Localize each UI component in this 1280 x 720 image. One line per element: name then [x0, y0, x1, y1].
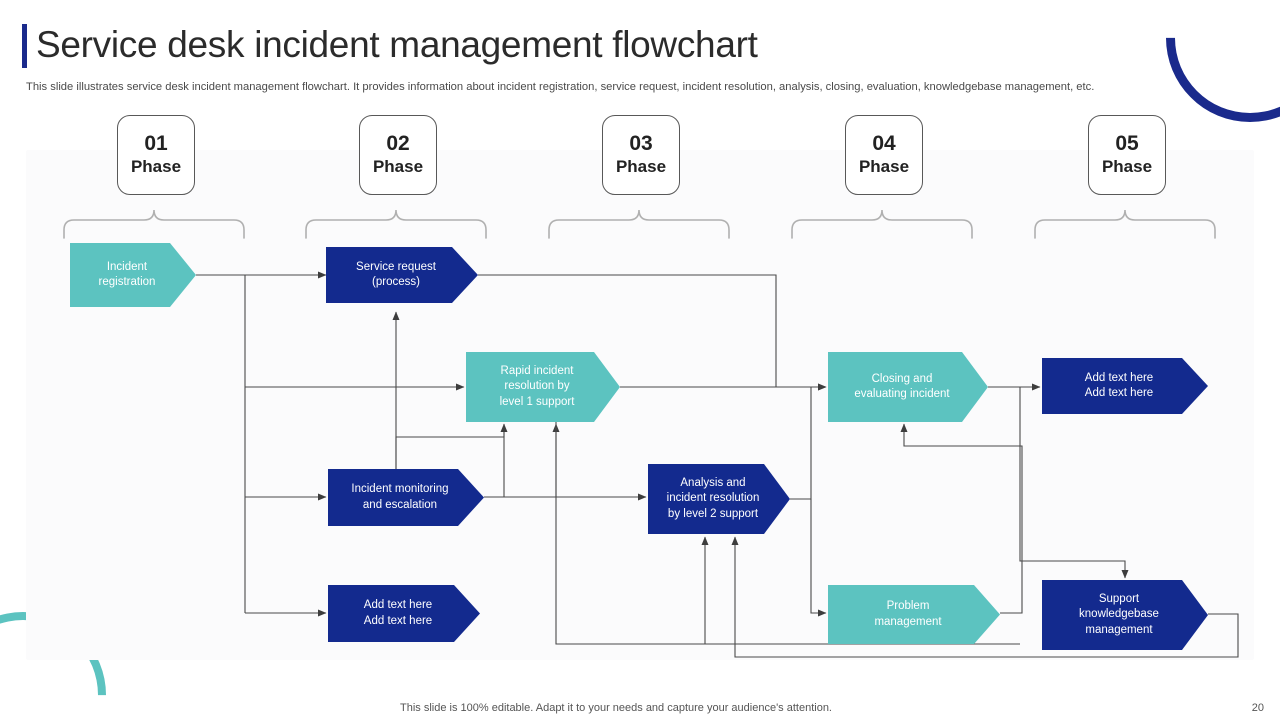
- phase-badge-05[interactable]: 05 Phase: [1088, 115, 1166, 195]
- phase-number: 01: [144, 132, 168, 155]
- node-service-request[interactable]: Service request(process): [326, 247, 478, 303]
- phase-number: 03: [629, 132, 653, 155]
- phase-badge-03[interactable]: 03 Phase: [602, 115, 680, 195]
- page-subtitle: This slide illustrates service desk inci…: [26, 81, 1095, 93]
- phase-number: 05: [1115, 132, 1139, 155]
- title-accent-bar: [22, 24, 27, 68]
- phase-label: Phase: [130, 157, 182, 176]
- phase-badge-01[interactable]: 01 Phase: [117, 115, 195, 195]
- phase-label: Phase: [372, 157, 424, 176]
- phase-number: 04: [872, 132, 896, 155]
- footer-note: This slide is 100% editable. Adapt it to…: [400, 702, 832, 714]
- phase-number: 02: [386, 132, 410, 155]
- phase-label: Phase: [1101, 157, 1153, 176]
- phase-badge-04[interactable]: 04 Phase: [845, 115, 923, 195]
- phase-badge-02[interactable]: 02 Phase: [359, 115, 437, 195]
- phase-label: Phase: [615, 157, 667, 176]
- phase-label: Phase: [858, 157, 910, 176]
- page-title: Service desk incident management flowcha…: [36, 24, 758, 65]
- node-label: Service request(process): [356, 260, 436, 288]
- page-number: 20: [1251, 702, 1264, 714]
